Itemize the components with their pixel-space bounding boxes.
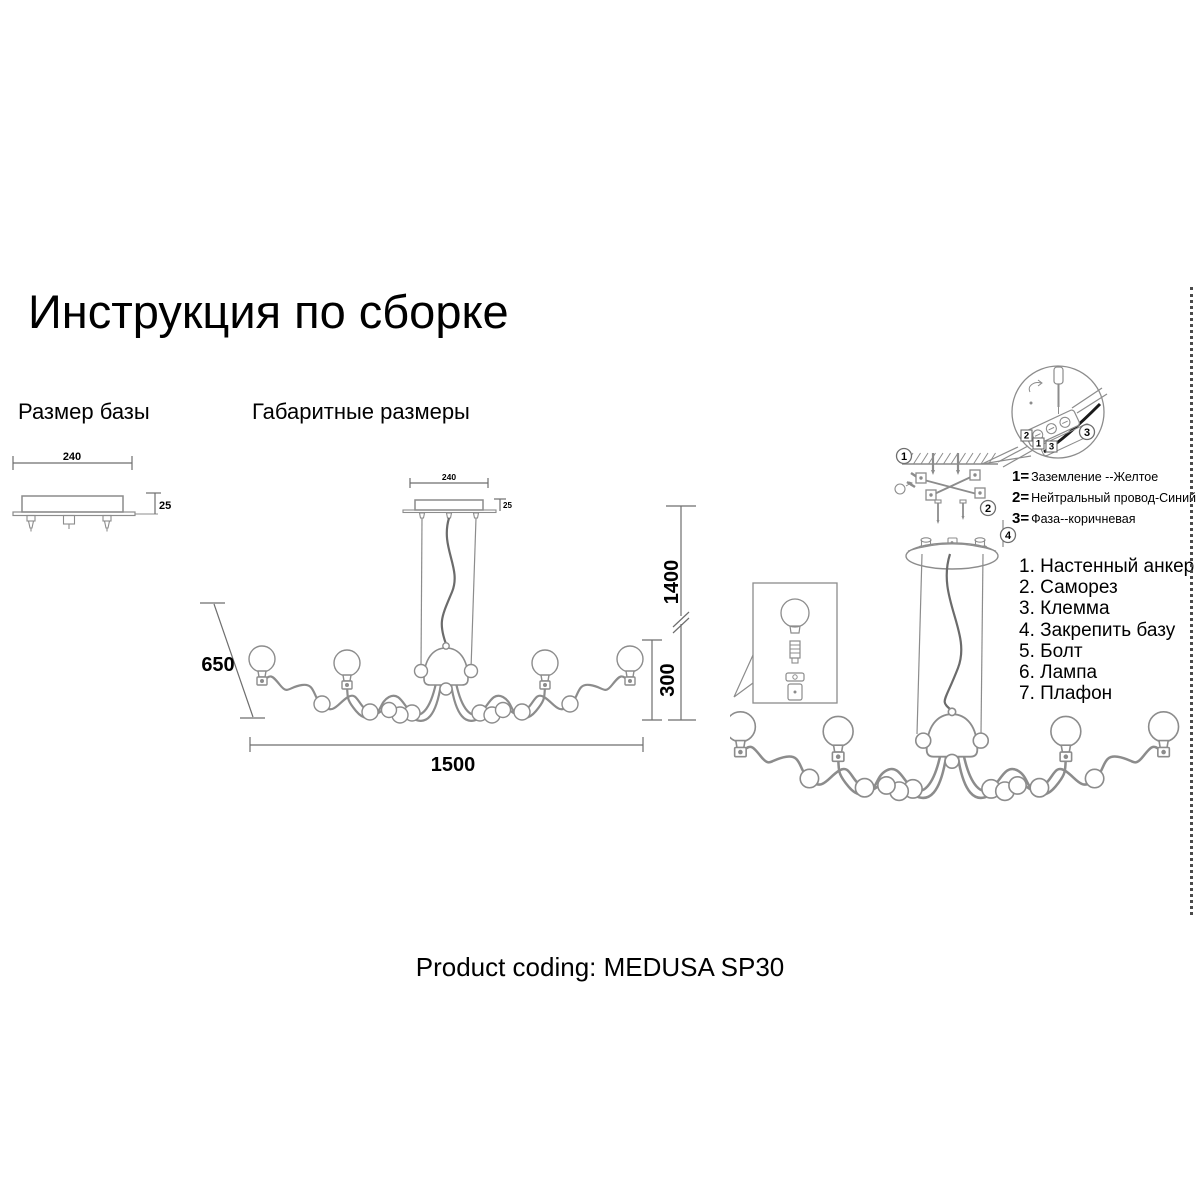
page-title: Инструкция по сборке: [28, 285, 509, 338]
part-item-4: 4. Закрепить базу: [1019, 619, 1176, 641]
dimension-1500-lines: [249, 737, 644, 752]
canopy-shape: [402, 499, 497, 519]
assembled-suspension: [916, 553, 984, 735]
canopy-width-value: 240: [442, 472, 456, 482]
legend-num-3: 3=: [1012, 510, 1030, 527]
dimension-300-value: 300: [657, 663, 679, 696]
dimension-1500-value: 1500: [431, 754, 476, 776]
marker-bracket-2: 2: [979, 499, 997, 517]
overall-dimensions-label: Габаритные размеры: [252, 399, 470, 424]
legend-row-phase: 3=Фаза--коричневая: [1012, 508, 1200, 529]
base-width-dimension: [12, 456, 133, 470]
product-coding: Product coding: MEDUSA SP30: [415, 952, 785, 982]
assembled-chandelier: [730, 708, 1179, 800]
marker-ceiling-1: 1: [895, 447, 913, 465]
chandelier-body: [249, 643, 643, 723]
mounting-bracket: [915, 469, 986, 524]
base-height-dimension: [146, 492, 161, 514]
svg-text:2: 2: [1024, 431, 1029, 442]
legend-row-neutral: 2=Нейтральный провод-Синий: [1012, 487, 1200, 508]
installation-diagram: 2 1 3 3 1: [730, 365, 1200, 830]
dimension-1400-lines: [666, 505, 696, 721]
wire-tag-2: 2: [1020, 429, 1033, 442]
suspension-wires: [420, 517, 477, 670]
screwdriver-icon: [1028, 366, 1064, 414]
legend-num-1: 1=: [1012, 468, 1030, 485]
wall-anchors: [931, 453, 960, 475]
lamp-detail-callout: [733, 582, 838, 704]
part-item-7: 7. Плафон: [1019, 683, 1113, 705]
canopy-width-dimension: [409, 478, 489, 488]
legend-label-1: Заземление --Желтое: [1031, 470, 1159, 484]
base-plate-shape: [12, 495, 158, 532]
svg-text:4: 4: [1005, 530, 1012, 542]
legend-label-3: Фаза--коричневая: [1031, 512, 1136, 526]
terminal-detail-magnifier: 2 1 3 3: [997, 365, 1108, 468]
dimension-650-value: 650: [201, 654, 234, 676]
ceiling: [902, 452, 998, 465]
marker-base-4: 4: [999, 526, 1017, 544]
dimension-1400-value: 1400: [661, 560, 683, 605]
base-drawing: 240 25: [12, 451, 171, 532]
base-height-value: 25: [159, 500, 171, 512]
magnifier-pointer: [981, 446, 1032, 465]
svg-text:1: 1: [901, 451, 907, 463]
legend-num-2: 2=: [1012, 489, 1030, 506]
overall-drawing: 240 25 650: [200, 472, 696, 776]
canopy-height-dimension: [494, 498, 506, 511]
base-size-label: Размер базы: [18, 399, 150, 424]
marker-terminal-detail-3: 3: [1078, 423, 1096, 441]
part-item-5: 5. Болт: [1019, 640, 1083, 662]
legend-row-ground: 1=Заземление --Желтое: [1012, 466, 1200, 487]
wire-tag-1: 1: [1032, 437, 1045, 450]
part-item-1: 1. Настенный анкер: [1019, 556, 1195, 577]
svg-text:1: 1: [1036, 439, 1042, 450]
base-width-value: 240: [63, 451, 81, 463]
wire-tag-3: 3: [1045, 440, 1058, 453]
wire-legend: 1=Заземление --Желтое 2=Нейтральный пров…: [1012, 466, 1200, 529]
part-item-6: 6. Лампа: [1019, 662, 1098, 684]
svg-text:3: 3: [1049, 442, 1054, 453]
canopy-height-value: 25: [503, 501, 512, 510]
svg-text:2: 2: [985, 503, 991, 515]
parts-list: 1. Настенный анкер 2. Саморез 3. Клемма …: [1019, 556, 1200, 704]
part-item-3: 3. Клемма: [1019, 598, 1110, 620]
legend-label-2: Нейтральный провод-Синий: [1031, 491, 1197, 505]
terminal-block: [1024, 409, 1094, 457]
dimension-300-lines: [642, 639, 662, 721]
base-plate: [905, 537, 999, 570]
dimension-650-lines: [200, 602, 265, 719]
svg-text:3: 3: [1084, 427, 1090, 439]
part-item-2: 2. Саморез: [1019, 577, 1118, 599]
page-edge-dotted-line: [1190, 287, 1193, 915]
